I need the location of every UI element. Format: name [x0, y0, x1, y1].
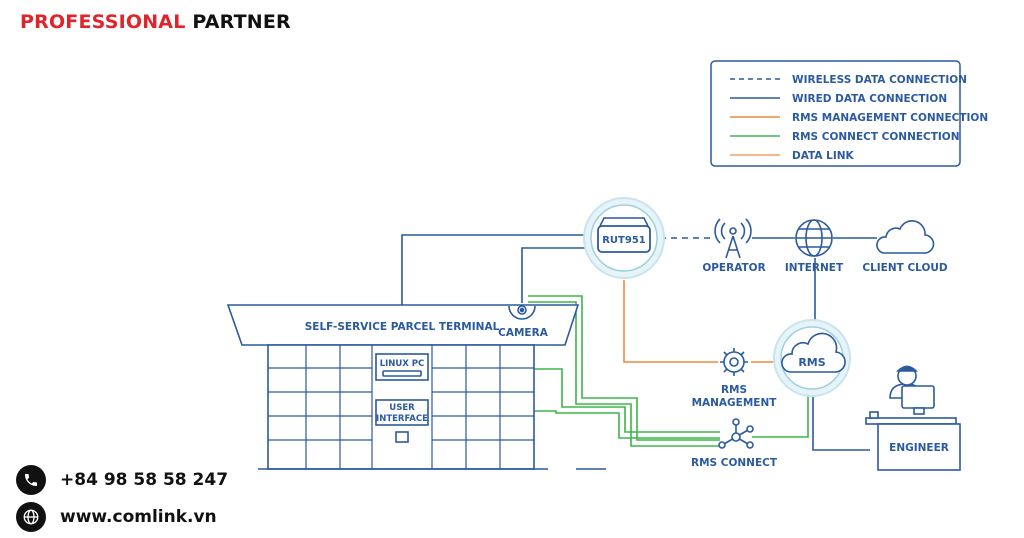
terminal-canopy [226, 304, 580, 346]
internet-label: INTERNET [785, 262, 844, 274]
brand-title-part2: PARTNER [192, 11, 291, 33]
wired-link-router-camera [521, 247, 592, 303]
internet-node[interactable]: INTERNET [785, 219, 844, 274]
router-node[interactable]: RUT951 [583, 197, 665, 279]
rms-management-label-line1: RMS [721, 384, 747, 396]
gear-icon [720, 348, 748, 376]
legend-label: RMS CONNECT CONNECTION [792, 131, 960, 143]
wired-link-rms-engineer [812, 392, 870, 451]
rms-node[interactable]: RMS [773, 319, 851, 397]
rms-connect-label: RMS CONNECT [691, 457, 778, 469]
parcel-terminal-node[interactable] [226, 304, 606, 470]
legend-label: WIRELESS DATA CONNECTION [792, 74, 967, 86]
linux-pc-label: LINUX PC [380, 359, 425, 369]
globe-icon [16, 502, 46, 532]
locker-grid [268, 345, 534, 469]
contact-website[interactable]: www.comlink.vn [16, 502, 217, 532]
wired-link-router-terminal [401, 234, 592, 305]
engineer-node[interactable]: ENGINEER [865, 365, 961, 471]
user-interface-box [375, 399, 429, 426]
rms-connect-link-camera [528, 295, 720, 441]
website-url: www.comlink.vn [60, 507, 217, 527]
router-icon [597, 225, 651, 253]
brand-title: PROFESSIONAL PARTNER [20, 11, 291, 33]
user-interface-label-line1: USER [389, 403, 415, 413]
rms-connect-link-linux-pc [428, 368, 720, 433]
connections [401, 234, 877, 451]
engineer-icon [865, 365, 961, 471]
client-cloud-node[interactable]: CLIENT CLOUD [862, 220, 948, 274]
legend-label: WIRED DATA CONNECTION [792, 93, 947, 105]
operator-node[interactable]: OPERATOR [702, 218, 766, 274]
network-hub-icon [718, 418, 754, 449]
rms-management-node[interactable]: RMS MANAGEMENT [692, 348, 778, 409]
client-cloud-label: CLIENT CLOUD [862, 262, 948, 274]
legend-label: RMS MANAGEMENT CONNECTION [792, 112, 988, 124]
rms-management-label-line2: MANAGEMENT [692, 397, 778, 409]
router-label: RUT951 [602, 235, 646, 246]
rms-label: RMS [798, 356, 825, 369]
user-interface-label-line2: INTERFACE [376, 414, 428, 424]
legend-box [710, 60, 961, 167]
engineer-label: ENGINEER [889, 442, 949, 454]
user-interface-button [395, 431, 409, 443]
rms-connect-link-camera-2 [528, 301, 720, 447]
brand-title-part1: PROFESSIONAL [20, 11, 186, 33]
camera-label: CAMERA [498, 327, 549, 339]
globe-icon [795, 219, 833, 257]
rms-cloud-icon [781, 332, 846, 373]
cell-tower-icon [714, 218, 752, 259]
legend: WIRELESS DATA CONNECTION WIRED DATA CONN… [710, 60, 988, 167]
cloud-icon [876, 220, 935, 254]
linux-pc-slot [382, 370, 422, 377]
operator-label: OPERATOR [702, 262, 765, 274]
rms-connect-node[interactable]: RMS CONNECT [691, 418, 778, 469]
contact-phone[interactable]: +84 98 58 58 247 [16, 465, 228, 495]
phone-number: +84 98 58 58 247 [60, 470, 229, 490]
legend-label: DATA LINK [792, 150, 855, 162]
rms-connect-link-rms [752, 392, 809, 438]
phone-icon [16, 465, 46, 495]
rms-management-link [623, 280, 718, 363]
terminal-label: SELF-SERVICE PARCEL TERMINAL [305, 321, 500, 333]
